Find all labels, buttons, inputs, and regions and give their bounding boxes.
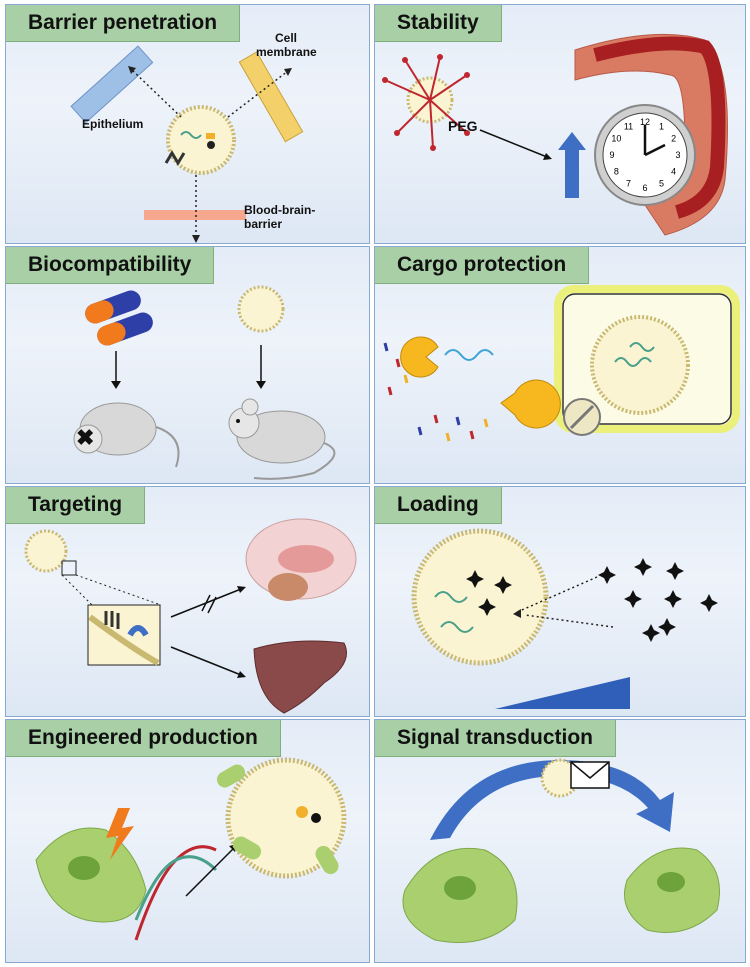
arrow-to-epithelium: [130, 68, 182, 118]
drug-molecule-icon: [666, 562, 684, 580]
barrier-illustration: [70, 45, 304, 243]
panel-barrier-penetration: Barrier penetration Cell membrane Epithe…: [5, 4, 370, 244]
envelope-icon: [570, 761, 610, 789]
vesicle-icon: [24, 529, 68, 573]
drug-molecule-icon: [494, 576, 512, 594]
drug-molecules-inside: [466, 570, 512, 616]
loading-illustration: [411, 528, 718, 709]
vesicle-icon: [590, 315, 690, 415]
cargo-illustration: [383, 285, 740, 442]
arrow-peg-to-clock: [479, 129, 548, 158]
clock-number: 2: [671, 134, 676, 144]
panel-cargo-protection: Cargo protection: [374, 246, 746, 484]
clock-number: 12: [640, 117, 650, 127]
panel-title-barrier: Barrier penetration: [6, 5, 241, 42]
clock-number: 1: [659, 121, 664, 131]
label-epithelium: Epithelium: [82, 117, 144, 131]
drug-molecule-icon: [466, 570, 484, 588]
epithelium-bar: [70, 45, 154, 124]
nuclease-icon-2: [500, 379, 561, 429]
dead-mouse-icon: ✖: [73, 402, 180, 468]
drug-molecule-icon: [598, 566, 616, 584]
clock-number: 10: [611, 134, 621, 144]
panel-title-signal: Signal transduction: [375, 720, 617, 757]
healthy-mouse-icon: [228, 398, 336, 480]
panel-signal-transduction: Signal transduction: [374, 719, 746, 963]
biocompat-illustration: ✖: [73, 285, 336, 480]
brain-icon: [245, 518, 357, 601]
vesicle-icon: [411, 528, 549, 666]
bbb-bar: [144, 210, 246, 220]
panel-title-cargo: Cargo protection: [375, 247, 590, 284]
panel-title-targeting: Targeting: [6, 487, 146, 524]
clock-number: 3: [675, 150, 680, 160]
clock-number: 9: [609, 150, 614, 160]
label-peg: PEG: [448, 118, 478, 134]
drug-molecule-icon: [664, 590, 682, 608]
panel-targeting: Targeting: [5, 486, 370, 717]
liver-icon: [253, 640, 347, 714]
panel-title-loading: Loading: [375, 487, 502, 524]
transfer-arrow: [430, 760, 674, 840]
drug-molecule-icon: [642, 624, 660, 642]
targeting-illustration: [24, 518, 357, 714]
clock-number: 8: [614, 167, 619, 177]
engineered-illustration: [35, 757, 347, 941]
panel-title-stability: Stability: [375, 5, 502, 42]
vesicle-icon: [237, 285, 285, 333]
svg-text:✖: ✖: [76, 425, 94, 450]
drug-molecule-icon: [478, 598, 496, 616]
panel-title-biocompat: Biocompatibility: [6, 247, 215, 284]
drug-molecule-icon: [658, 618, 676, 636]
clock-number: 11: [624, 121, 633, 131]
clock-number: 6: [642, 183, 647, 193]
cell-membrane-bar: [238, 51, 304, 143]
drug-molecules-outside: [598, 558, 718, 642]
panel-title-engineered: Engineered production: [6, 720, 281, 757]
drug-molecule-icon: [700, 594, 718, 612]
label-cell-membrane: Cell membrane: [256, 31, 317, 59]
capsule-icon: [85, 290, 153, 346]
panel-biocompatibility: Biocompatibility ✖: [5, 246, 370, 484]
panel-loading: Loading: [374, 486, 746, 717]
panel-engineered-production: Engineered production: [5, 719, 370, 963]
label-bbb: Blood-brain- barrier: [244, 203, 316, 231]
clock-number: 5: [659, 179, 664, 189]
clock-number: 4: [671, 167, 676, 177]
increase-arrow: [558, 132, 586, 198]
vesicle-icon: [166, 105, 236, 175]
clock-number: 7: [626, 179, 631, 189]
signal-illustration: [402, 758, 720, 943]
drug-molecule-icon: [634, 558, 652, 576]
nuclease-icon: [400, 336, 439, 378]
drug-molecule-icon: [624, 590, 642, 608]
increase-wedge: [495, 677, 630, 709]
lightning-icon: [106, 808, 134, 860]
